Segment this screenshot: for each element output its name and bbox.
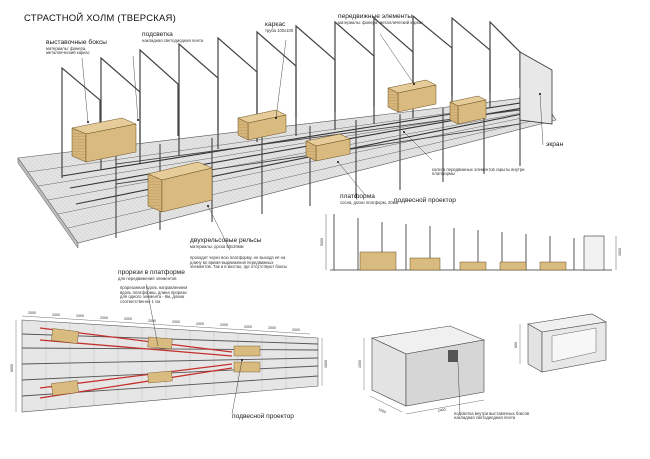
- box-dim-lines: [363, 338, 485, 415]
- label-platform: платформа сосна, доски платформ, 20мм: [340, 193, 410, 205]
- box-detail-open: 800: [514, 313, 607, 373]
- leader-dots: [87, 83, 541, 207]
- label-exhibit-boxes-sub: материалы: фанера, металлический каркас: [46, 45, 90, 56]
- label-frame: каркас труба 100х100: [265, 21, 325, 33]
- box-detail-closed: 1000 2400 1000: [358, 325, 486, 415]
- plan-dim-left: 8000: [10, 364, 14, 372]
- box-opening: [448, 350, 458, 362]
- label-rails-main: двухрельсовые рельсы: [190, 237, 262, 244]
- plan-dim-4: 2000: [100, 316, 108, 320]
- box-leader: [457, 361, 461, 415]
- label-lighting: подсветка накладная светодиодная лента: [142, 31, 222, 43]
- label-platform-sub: сосна, доски платформ, 20мм: [340, 199, 399, 205]
- plan-dim-6: 2000: [148, 319, 156, 323]
- label-moving-elements: передвижные элементы материалы: фанера, …: [338, 13, 428, 25]
- plan-dim-9: 2000: [220, 323, 228, 327]
- elevation-dim-right-text: 3000: [618, 248, 622, 256]
- label-rails-sub: материалы: доска 60х20мм: [190, 243, 244, 249]
- plan-dim-7: 2000: [172, 320, 180, 324]
- label-projector-bottom: подвесной проектор: [232, 413, 294, 420]
- label-moving-elements-main: передвижные элементы: [338, 13, 413, 20]
- moving-elements: [237, 79, 487, 162]
- plan-projector-leader: [231, 359, 243, 415]
- elevation-element-2: [499, 261, 527, 271]
- plan-dim-1: 2000: [28, 311, 36, 315]
- label-slots-sub: для передвижения элементов: [118, 275, 177, 281]
- label-rails-note: проходит через всю платформу, не выходя …: [190, 255, 288, 270]
- plan-dimension-line: [21, 315, 311, 335]
- elevation-dim-left-text: 5000: [320, 238, 324, 246]
- label-box-lighting-sub: накладная светодиодная лента: [454, 415, 516, 421]
- plan-elements: [51, 328, 261, 396]
- plan-dim-8: 2000: [196, 322, 204, 326]
- label-exhibit-boxes: выставочные боксы материалы: фанера, мет…: [46, 39, 116, 56]
- plan-dim-3: 2000: [76, 314, 84, 318]
- platform-edge: [17, 157, 79, 249]
- sheet-title: СТРАСТНОЙ ХОЛМ (ТВЕРСКАЯ): [24, 13, 176, 24]
- label-platform-main: платформа: [340, 193, 375, 200]
- plan-dim-12: 2000: [292, 328, 300, 332]
- plan-dim-10: 2000: [244, 325, 252, 329]
- label-frame-sub: труба 100х100: [265, 27, 294, 33]
- elevation-screen: [583, 235, 605, 271]
- exhibit-boxes: [71, 117, 213, 213]
- plan-view: 2000 2000 2000 2000 2000 2000 2000 2000 …: [10, 283, 328, 415]
- plan-projector-dot: [241, 359, 243, 361]
- plan-dim-11: 2000: [268, 326, 276, 330]
- box-open-interior: [551, 327, 597, 363]
- box-dim-depth: 1000: [378, 407, 387, 414]
- elevation-element-1: [459, 261, 487, 271]
- axonometric-view: [17, 14, 557, 251]
- plan-dim-right: 3000: [324, 360, 328, 368]
- leader-lines: [81, 33, 544, 251]
- plan-dimension-texts: 2000 2000 2000 2000 2000 2000 2000 2000 …: [28, 311, 300, 332]
- box-open-dim: 800: [514, 342, 518, 348]
- elevation-box-1: [359, 251, 397, 271]
- label-frame-main: каркас: [265, 21, 286, 28]
- label-box-lighting: подсветка внутри выставочных боксов накл…: [454, 411, 564, 421]
- label-box-lighting-main: подсветка внутри выставочных боксов: [454, 411, 530, 416]
- screen-panel: [519, 51, 553, 125]
- label-lighting-main: подсветка: [142, 31, 173, 38]
- plan-slot-leader: [145, 283, 159, 347]
- label-moving-elements-sub: материалы: фанера, металлический каркас: [338, 19, 424, 25]
- plan-dim-2: 2000: [52, 313, 60, 317]
- plan-dim-5: 2000: [124, 317, 132, 321]
- label-projector-top: подвесной проектор: [394, 197, 456, 204]
- label-screen: экран: [546, 141, 564, 148]
- elevation-element-3: [539, 261, 567, 271]
- box-dim-width: 2400: [437, 408, 446, 413]
- label-slots: прорези в платформе для передвижения эле…: [118, 269, 196, 281]
- label-lighting-sub: накладная светодиодная лента: [142, 37, 204, 43]
- label-rails: двухрельсовые рельсы материалы: доска 60…: [190, 237, 290, 249]
- side-elevation: 5000 3000: [320, 214, 622, 271]
- elevation-box-2: [409, 257, 441, 271]
- label-wheels: колеса передвижных элементов скрыты внут…: [432, 167, 525, 177]
- label-exhibit-boxes-main: выставочные боксы: [46, 39, 107, 46]
- box-dim-height: 1000: [358, 360, 362, 368]
- label-slots-note: прорезанная вдоль направлением вдоль пла…: [120, 285, 188, 304]
- label-slots-main: прорези в платформе: [118, 269, 185, 276]
